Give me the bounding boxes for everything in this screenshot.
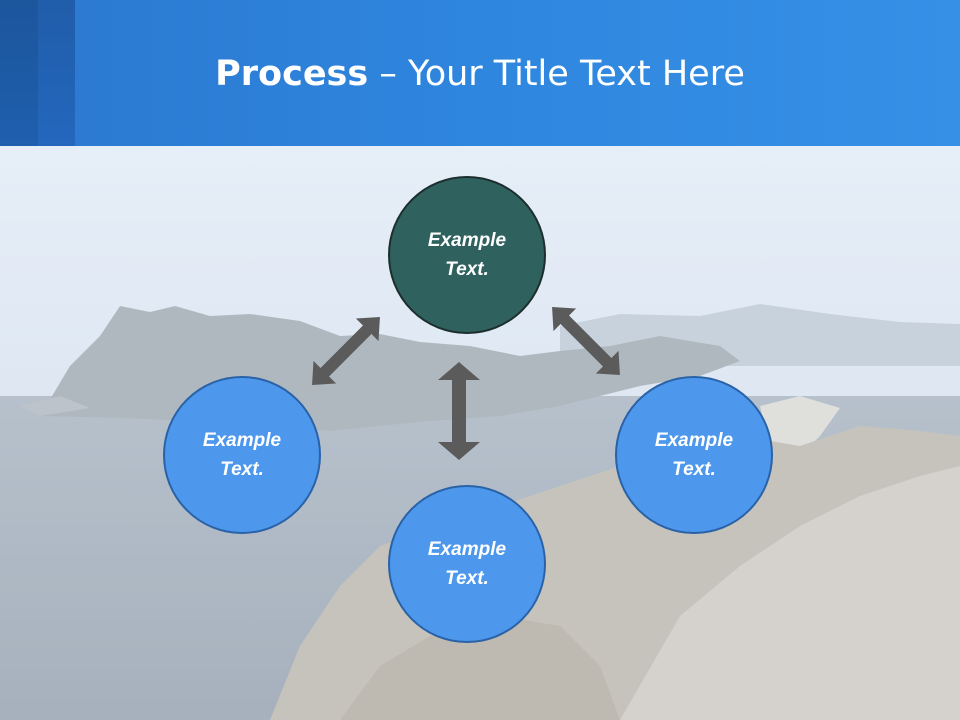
header-accent-block	[0, 0, 38, 146]
process-node-top[interactable]: Example Text.	[388, 176, 546, 334]
header-accent-shade	[0, 0, 75, 146]
node-text-line: Text.	[445, 568, 489, 589]
node-text-line: Example	[427, 539, 507, 560]
node-text-line: Example	[427, 230, 507, 251]
slide-title-rest: – Your Title Text Here	[368, 54, 745, 94]
node-text-line: Text.	[445, 259, 489, 280]
process-node-bottom[interactable]: Example Text.	[388, 485, 546, 643]
slide-title-bold: Process	[215, 54, 369, 94]
node-text-line: Text.	[672, 459, 716, 480]
process-node-right[interactable]: Example Text.	[615, 376, 773, 534]
node-text-line: Text.	[220, 459, 264, 480]
slide-title[interactable]: Process – Your Title Text Here	[0, 52, 960, 96]
title-bar: Process – Your Title Text Here	[0, 0, 960, 146]
process-node-left[interactable]: Example Text.	[163, 376, 321, 534]
node-text-line: Example	[202, 430, 282, 451]
node-text-line: Example	[654, 430, 734, 451]
header-accent-block	[38, 0, 75, 146]
